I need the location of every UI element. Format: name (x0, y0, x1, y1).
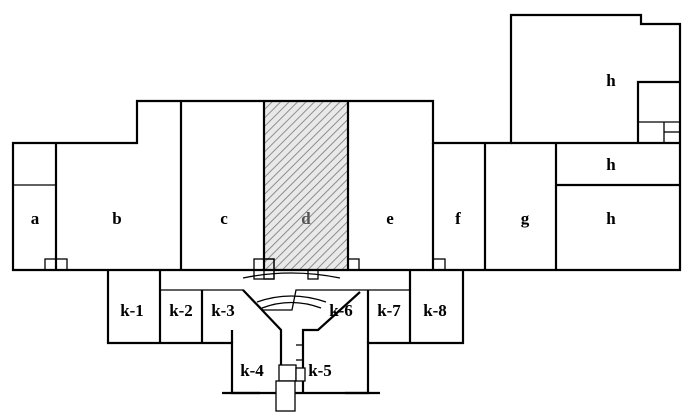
entrance-arc-2 (261, 301, 322, 309)
corridor-edge (160, 289, 410, 311)
door-f (432, 258, 446, 271)
door-c-inner (263, 258, 275, 280)
entrance-arc-3 (242, 272, 341, 279)
label-room-d: d (301, 209, 311, 228)
entrance-box-3 (275, 380, 296, 412)
label-room-k2: k-2 (169, 301, 193, 320)
room-d-hatch (264, 101, 348, 270)
label-room-h-middle: h (606, 155, 616, 174)
label-room-h-bottom: h (606, 209, 616, 228)
label-room-k8: k-8 (423, 301, 447, 320)
door-a-b (44, 258, 68, 271)
label-room-g: g (521, 209, 530, 228)
label-room-k7: k-7 (377, 301, 401, 320)
label-room-k1: k-1 (120, 301, 144, 320)
label-room-a: a (31, 209, 40, 228)
entrance-box-2 (295, 367, 306, 382)
label-room-k5: k-5 (308, 361, 332, 380)
label-room-h-top: h (606, 71, 616, 90)
label-room-b: b (112, 209, 121, 228)
entrance-box-1 (278, 364, 297, 382)
entrance-arc-1 (256, 295, 327, 303)
h-inner-room (636, 80, 680, 143)
label-room-c: c (220, 209, 228, 228)
label-room-f: f (455, 209, 461, 228)
label-room-k3: k-3 (211, 301, 235, 320)
k-wing-outline (106, 270, 465, 395)
door-e (347, 258, 360, 271)
label-room-e: e (386, 209, 394, 228)
label-room-k6: k-6 (329, 301, 353, 320)
lobby-wall-right (301, 291, 361, 393)
label-room-k4: k-4 (240, 361, 264, 380)
